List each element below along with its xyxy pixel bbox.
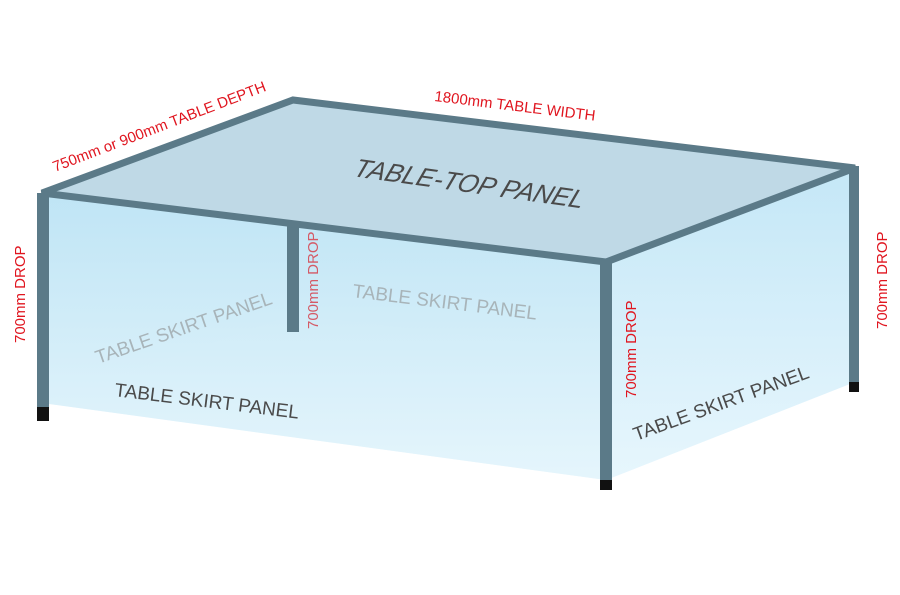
front-left-leg bbox=[37, 193, 49, 409]
back-right-leg bbox=[849, 166, 859, 384]
back-right-leg-foot bbox=[849, 382, 859, 392]
right-skirt-panel bbox=[606, 168, 855, 480]
drop-front-right-label: 700mm DROP bbox=[623, 300, 640, 398]
front-skirt-panel bbox=[42, 193, 606, 480]
back-left-leg bbox=[287, 221, 299, 332]
drop-left-label: 700mm DROP bbox=[12, 245, 29, 343]
front-right-leg bbox=[600, 262, 612, 482]
drop-back-left-label: 700mm DROP bbox=[305, 231, 322, 329]
drop-right-label: 700mm DROP bbox=[874, 231, 891, 329]
front-right-leg-foot bbox=[600, 480, 612, 490]
front-left-leg-foot bbox=[37, 407, 49, 421]
